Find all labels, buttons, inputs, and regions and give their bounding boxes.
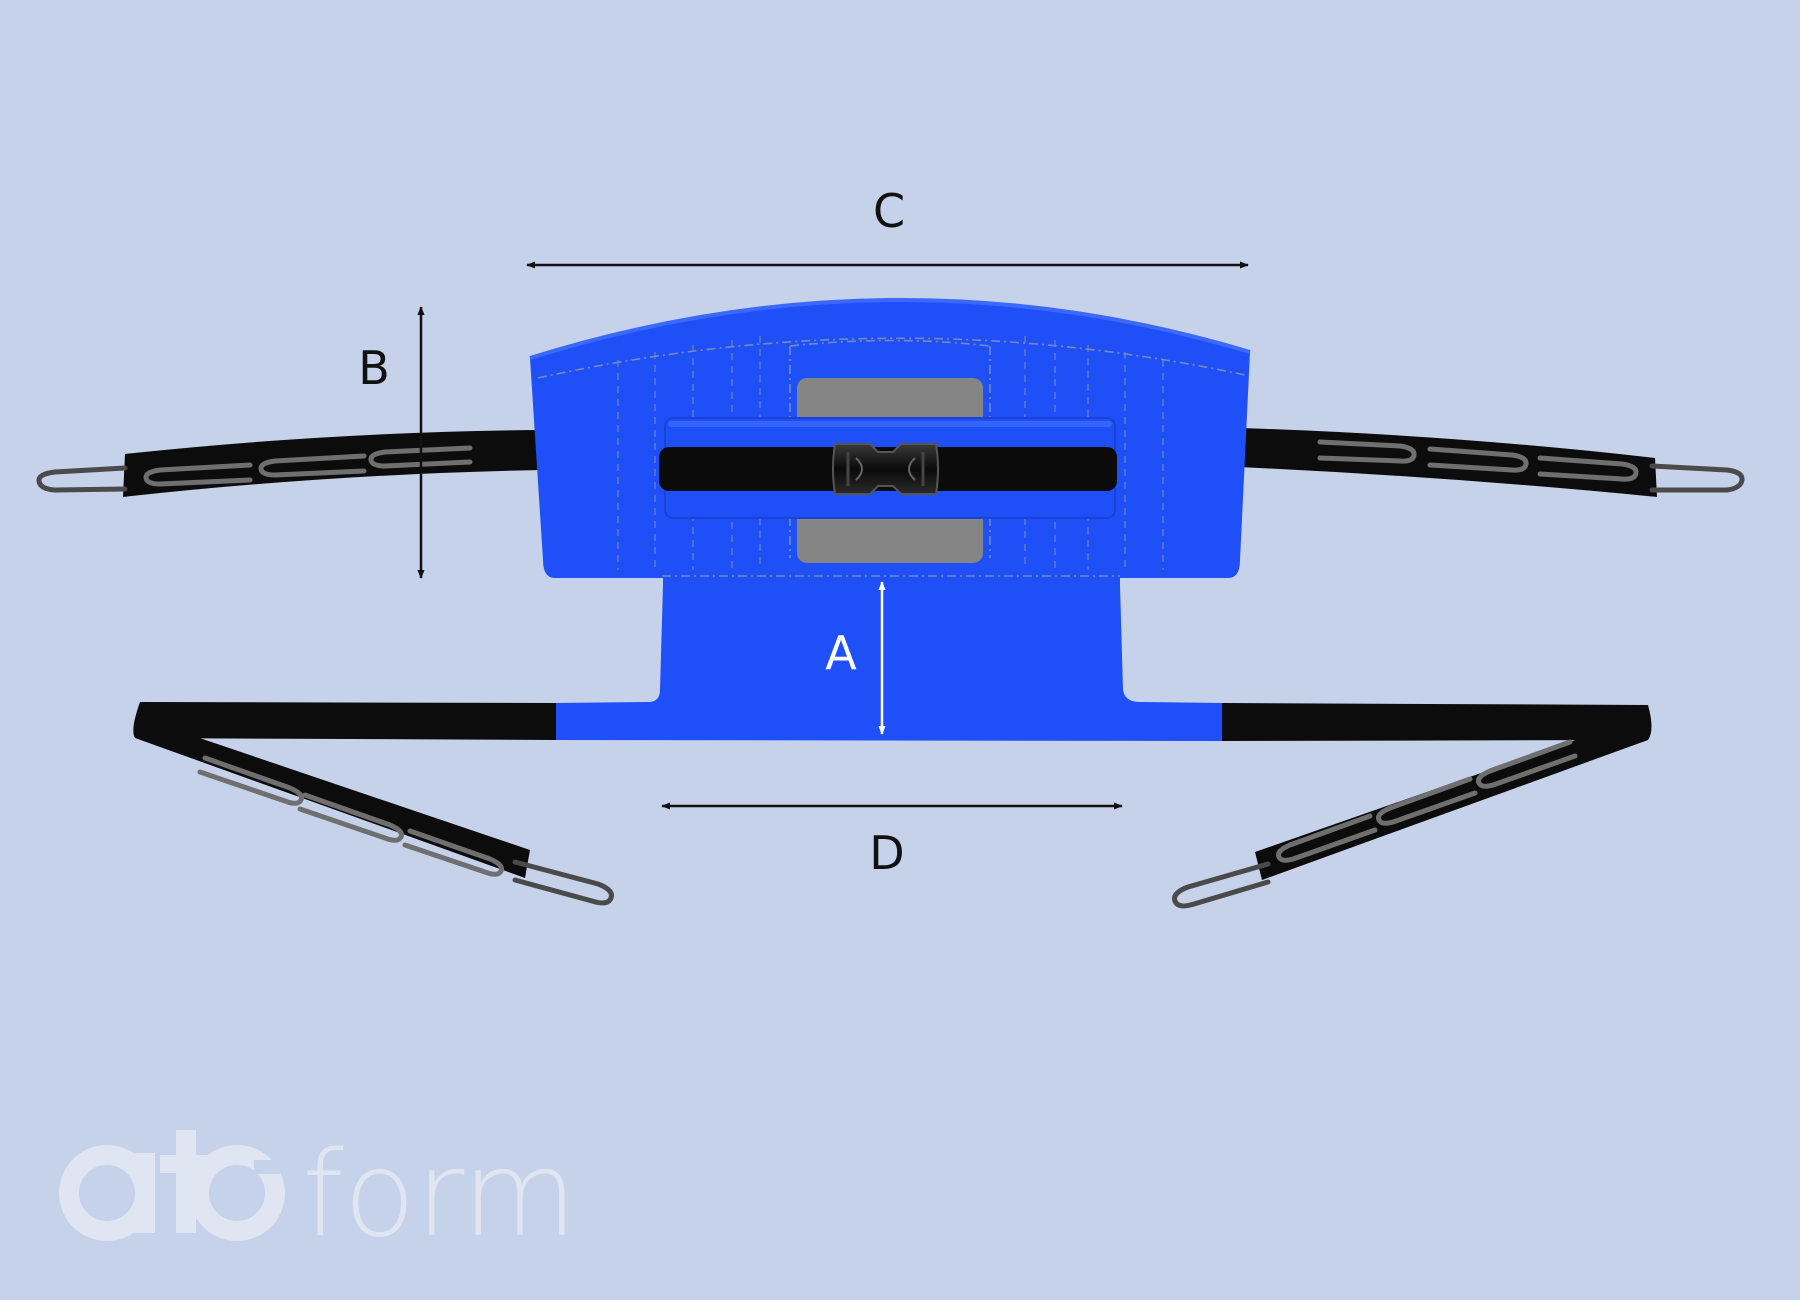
dimension-b-label: B [358,341,390,395]
dimension-d-label: D [869,826,904,880]
lower-left-diagonal-strap [135,728,614,906]
upper-right-end-ring [1649,463,1745,493]
dimension-b: B [358,306,425,579]
dimension-c-label: C [873,184,905,238]
upper-right-strap [1238,428,1745,497]
dimension-a: A [825,581,886,735]
ato-form-watermark: form [59,1125,577,1263]
upper-left-end-ring [36,465,128,493]
sling-body [529,298,1251,741]
lower-left-end-ring [512,859,614,906]
dimension-c: C [526,184,1249,269]
upper-left-strap [36,430,542,497]
lower-strap-band [133,702,1652,741]
watermark-word: form [302,1125,577,1263]
lower-right-end-ring [1172,861,1271,909]
dimension-a-label: A [825,626,857,680]
buckle [832,443,939,495]
ato-logo-mark [59,1130,285,1241]
lower-right-diagonal-strap [1172,728,1648,909]
dimension-d: D [661,802,1123,880]
